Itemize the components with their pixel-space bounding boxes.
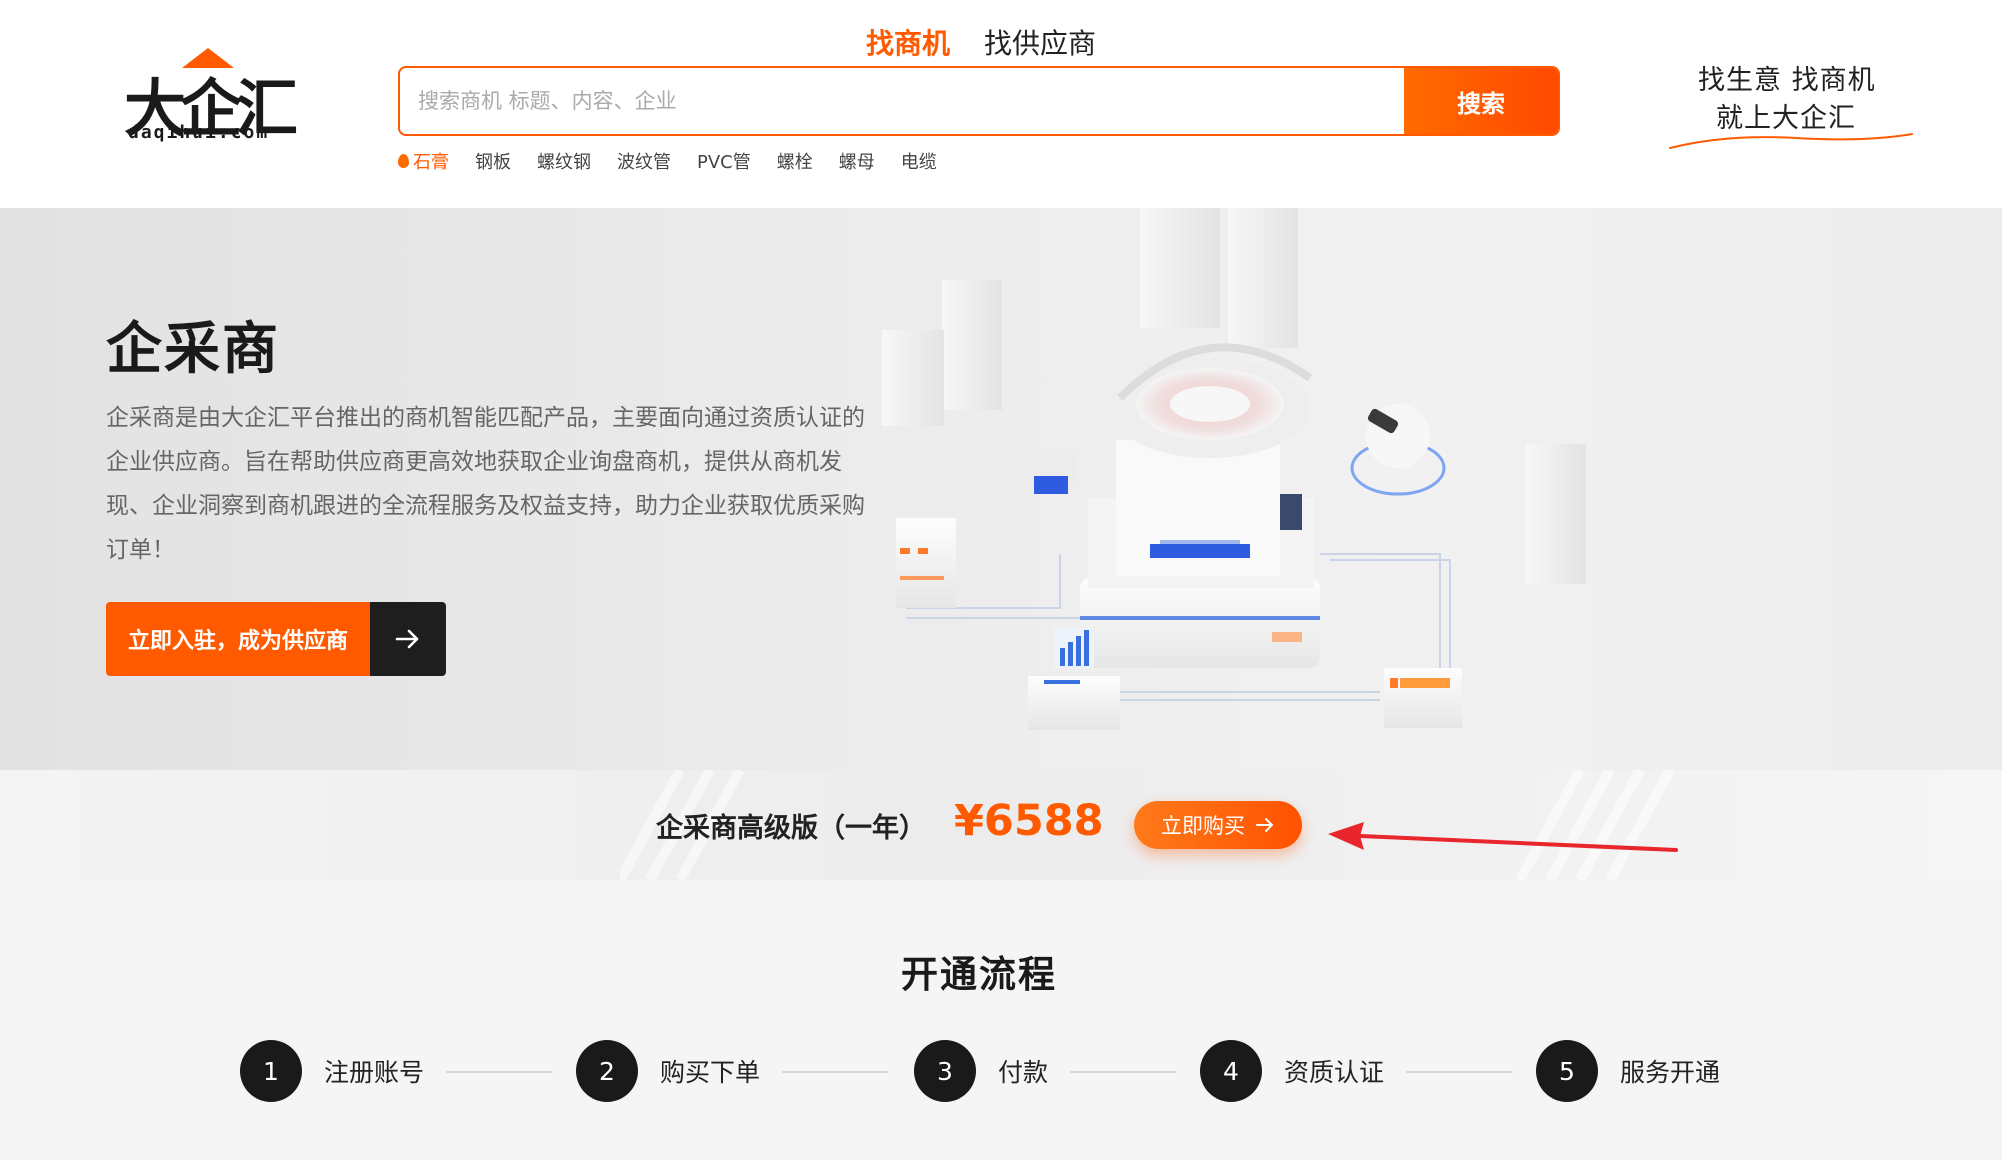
step-label: 服务开通	[1620, 1058, 1721, 1087]
step-divider	[1406, 1071, 1512, 1073]
pricing-band: 企采商高级版（一年） ¥6588 立即购买	[0, 770, 2002, 880]
hero-description: 企采商是由大企汇平台推出的商机智能匹配产品，主要面向通过资质认证的企业供应商。旨…	[106, 405, 865, 563]
hot-tag-1[interactable]: 钢板	[475, 152, 511, 173]
step-number: 1	[240, 1040, 302, 1102]
hero-banner: 企采商 企采商是由大企汇平台推出的商机智能匹配产品，主要面向通过资质认证的企业供…	[0, 208, 2002, 770]
brush-stroke-icon	[1669, 133, 1913, 149]
hero-illustration	[882, 208, 1586, 730]
step-number: 5	[1536, 1040, 1598, 1102]
hot-tag-4[interactable]: PVC管	[697, 152, 751, 173]
slogan-line-2: 就上大企汇	[1716, 103, 1856, 134]
search-input[interactable]	[400, 68, 1404, 134]
fire-icon	[398, 154, 409, 168]
step-divider	[1070, 1071, 1176, 1073]
site-header: 大企汇 daqihui.com 找商机 找供应商 搜索 石膏 钢板 螺纹钢 波纹…	[0, 0, 2002, 208]
process-step-3: 3 付款	[914, 1040, 1048, 1102]
hot-tags: 石膏 钢板 螺纹钢 波纹管 PVC管 螺栓 螺母 电缆	[398, 148, 937, 174]
search-button[interactable]: 搜索	[1404, 68, 1558, 134]
step-number: 2	[576, 1040, 638, 1102]
plan-name: 企采商高级版（一年）	[656, 813, 926, 844]
buy-now-label: 立即购买	[1161, 814, 1245, 838]
hot-tag-0[interactable]: 石膏	[398, 148, 449, 174]
search-tabs: 找商机 找供应商	[866, 22, 1097, 74]
hot-tag-3[interactable]: 波纹管	[617, 152, 671, 173]
buy-now-button[interactable]: 立即购买	[1134, 801, 1302, 849]
step-label: 付款	[998, 1058, 1049, 1087]
step-divider	[446, 1071, 552, 1073]
logo-domain: daqihui.com	[128, 122, 270, 143]
hot-tag-label: 石膏	[413, 152, 449, 173]
hot-tag-7[interactable]: 电缆	[900, 152, 937, 173]
process-step-2: 2 购买下单	[576, 1040, 760, 1102]
arrow-right-icon	[1256, 818, 1273, 832]
step-label: 注册账号	[324, 1058, 425, 1087]
site-logo[interactable]: 大企汇 daqihui.com	[124, 48, 304, 148]
step-label: 资质认证	[1284, 1058, 1385, 1087]
tab-find-suppliers[interactable]: 找供应商	[984, 27, 1097, 60]
hot-tag-6[interactable]: 螺母	[838, 152, 875, 173]
logo-roof-icon	[182, 48, 234, 68]
annotation-arrow-icon	[1328, 822, 1678, 852]
process-title: 开通流程	[901, 953, 1057, 996]
step-label: 购买下单	[660, 1058, 761, 1087]
arrow-right-icon	[370, 602, 446, 676]
process-step-4: 4 资质认证	[1200, 1040, 1384, 1102]
slogan-line-1: 找生意 找商机	[1698, 65, 1876, 96]
search-box: 搜索	[398, 66, 1560, 136]
process-step-5: 5 服务开通	[1536, 1040, 1720, 1102]
hero-title: 企采商	[106, 317, 280, 382]
decorative-stripes	[620, 770, 1675, 880]
hot-tag-2[interactable]: 螺纹钢	[537, 152, 591, 173]
header-slogan: 找生意 找商机 就上大企汇	[1660, 58, 1920, 149]
plan-price: ¥6588	[954, 796, 1104, 846]
onboarding-process: 开通流程 1 注册账号 2 购买下单 3 付款 4 资质认证 5 服务开通	[0, 880, 2002, 1160]
logo-text: 大企汇	[124, 72, 298, 145]
step-number: 4	[1200, 1040, 1262, 1102]
tab-find-opportunities[interactable]: 找商机	[866, 22, 950, 74]
join-supplier-button[interactable]: 立即入驻，成为供应商	[106, 602, 446, 676]
step-number: 3	[914, 1040, 976, 1102]
join-supplier-label: 立即入驻，成为供应商	[106, 602, 370, 676]
hot-tag-5[interactable]: 螺栓	[776, 152, 813, 173]
step-divider	[782, 1071, 888, 1073]
process-step-1: 1 注册账号	[240, 1040, 424, 1102]
